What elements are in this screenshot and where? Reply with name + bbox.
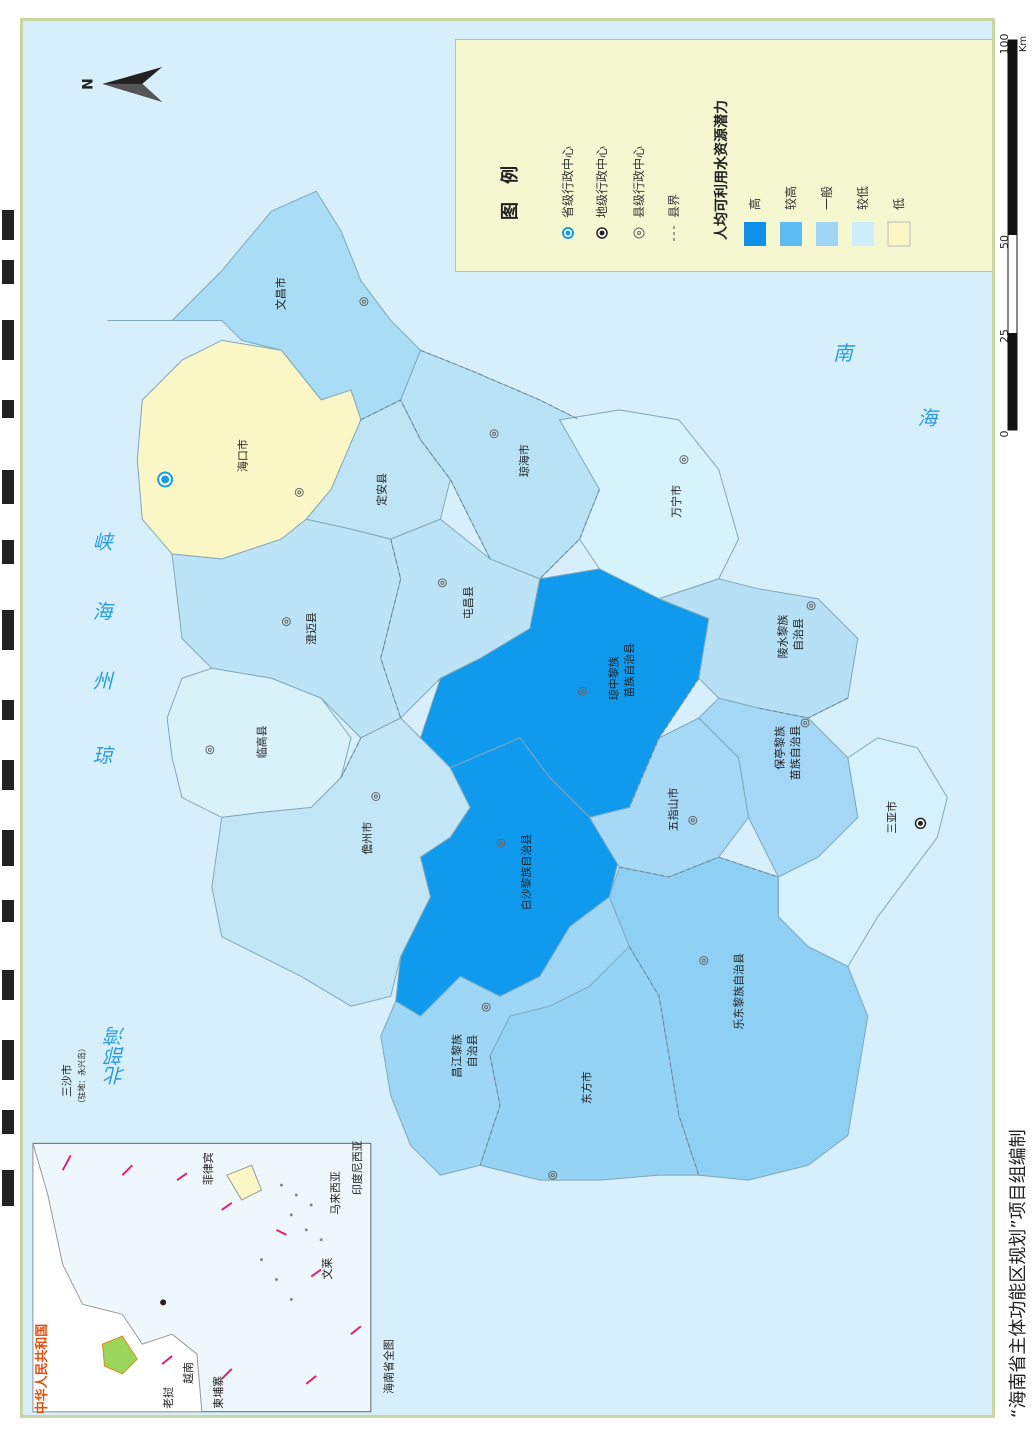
map-frame: 琼 州 海 峡 北部湾 南 海 N: [20, 18, 995, 1418]
inset-place-cambodia: 柬埔寨: [211, 1376, 225, 1409]
scale-tick-0: 0: [998, 431, 1011, 438]
legend-swatch-medium: [816, 222, 838, 246]
region-wenchang[interactable]: [107, 190, 422, 421]
scale-tick-50: 50: [998, 235, 1011, 249]
label-lingshui-2: 自治县: [791, 618, 805, 651]
inset-place-vietnam: 越南: [181, 1362, 195, 1384]
hainan-map: 琼 州 海 峡 北部湾 南 海 N: [32, 67, 948, 1414]
inset-place-brunei: 文莱: [320, 1258, 334, 1280]
legend-class-label-low: 低: [892, 198, 906, 210]
county-boundaries: [340, 349, 849, 1176]
map-title-strip: [0, 0, 18, 1439]
county-center-icon: [633, 227, 645, 239]
label-qionghai: 琼海市: [517, 444, 531, 477]
label-ledong: 乐东黎族自治县: [732, 953, 746, 1030]
sea-label-nanhai-1: 南: [833, 342, 856, 365]
sea-label-nanhai-2: 海: [917, 407, 940, 430]
sansha-note: （驻地：永兴岛）: [77, 1044, 87, 1107]
legend-classes: 高 较高 一般 较低 低: [744, 186, 911, 247]
north-letter: N: [81, 78, 97, 90]
legend-class-label-lower: 较低: [855, 186, 870, 210]
footer-credit: “海南省主体功能区规划”项目组编制: [1000, 1000, 1036, 1420]
scale-unit: Km: [1018, 36, 1029, 52]
sansha-label: 三沙市: [60, 1064, 74, 1097]
legend-svg: 图 例 省级行政中心 地级行政中心 县级行政中心 县界 人均可利用水资源潜力 高…: [499, 100, 911, 247]
legend-swatch-high: [744, 222, 766, 246]
label-baisha: 白沙黎族自治县: [519, 834, 533, 911]
label-baoting-2: 苗族自治县: [788, 725, 802, 780]
inset-place-indonesia: 印度尼西亚: [350, 1140, 364, 1195]
legend-panel: 图 例 省级行政中心 地级行政中心 县级行政中心 县界 人均可利用水资源潜力 高…: [455, 39, 992, 272]
label-dongfang: 东方市: [579, 1071, 593, 1104]
label-changjiang-2: 自治县: [465, 1034, 479, 1067]
inset-place-philippines: 菲律宾: [201, 1152, 215, 1185]
label-wenchang: 文昌市: [273, 277, 287, 310]
label-danzhou: 儋州市: [360, 822, 374, 855]
label-lingao: 临高县: [254, 725, 268, 758]
label-wuzhishan: 五指山市: [666, 788, 680, 832]
legend-swatch-low: [887, 221, 911, 247]
legend-class-label-high: 高: [747, 198, 762, 210]
scale-bar: 0 25 50 100 Km: [998, 20, 1036, 450]
scale-tick-25: 25: [998, 329, 1011, 343]
label-tunchang: 屯昌县: [462, 586, 475, 619]
footer-text: “海南省主体功能区规划”项目组编制: [1008, 1129, 1029, 1418]
label-changjiang-1: 昌江黎族: [449, 1034, 463, 1078]
county-center-icons: [205, 297, 816, 1180]
legend-symbols: 省级行政中心 地级行政中心 县级行政中心 县界: [560, 146, 681, 242]
inset-place-laos: 老挝: [161, 1387, 175, 1409]
inset-map: 中华人民共和国 老挝 越南 柬埔寨 菲律宾 马来西亚 文莱 印度尼西亚 海南省全…: [32, 1140, 396, 1414]
legend-swatch-higher: [780, 222, 802, 246]
admin-centers: [157, 471, 927, 830]
inset-caption: 海南省全图: [382, 1339, 396, 1394]
region-dongfang[interactable]: [479, 945, 700, 1181]
sea-label-qiongzhou-1: 琼: [93, 745, 116, 768]
sea-label-qiongzhou-2: 州: [93, 670, 115, 693]
legend-class-label-medium: 一般: [819, 186, 834, 210]
north-arrow-icon: N: [81, 67, 163, 102]
label-wanning: 万宁市: [669, 485, 683, 518]
legend-symbol-label-provincial: 省级行政中心: [560, 146, 575, 218]
legend-classes-title: 人均可利用水资源潜力: [713, 100, 730, 240]
legend-symbol-label-county: 县级行政中心: [631, 146, 646, 218]
legend-title: 图 例: [499, 166, 521, 220]
legend-symbol-label-prefecture: 地级行政中心: [594, 146, 609, 218]
legend-swatch-lower: [852, 222, 874, 246]
label-chengmai: 澄迈县: [304, 612, 318, 645]
sea-label-qiongzhou-3: 海: [93, 601, 116, 624]
label-sanya: 三亚市: [885, 801, 899, 834]
label-baoting-1: 保亭黎族: [772, 726, 786, 770]
label-dingan: 定安县: [375, 473, 389, 506]
inset-country-label: 中华人民共和国: [34, 1324, 50, 1414]
label-qiongzhong-2: 苗族自治县: [622, 643, 636, 698]
inset-place-malaysia: 马来西亚: [329, 1171, 342, 1215]
scale-tick-100: 100: [998, 34, 1011, 55]
legend-class-label-higher: 较高: [783, 186, 798, 210]
label-haikou: 海口市: [236, 439, 250, 472]
sea-label-beibu: 北部湾: [106, 1026, 129, 1086]
label-lingshui-1: 陵水黎族: [775, 615, 789, 659]
label-qiongzhong-1: 琼中黎族: [606, 656, 620, 700]
legend-symbol-label-boundary: 县界: [667, 194, 681, 218]
sea-label-qiongzhou-4: 峡: [93, 531, 116, 554]
